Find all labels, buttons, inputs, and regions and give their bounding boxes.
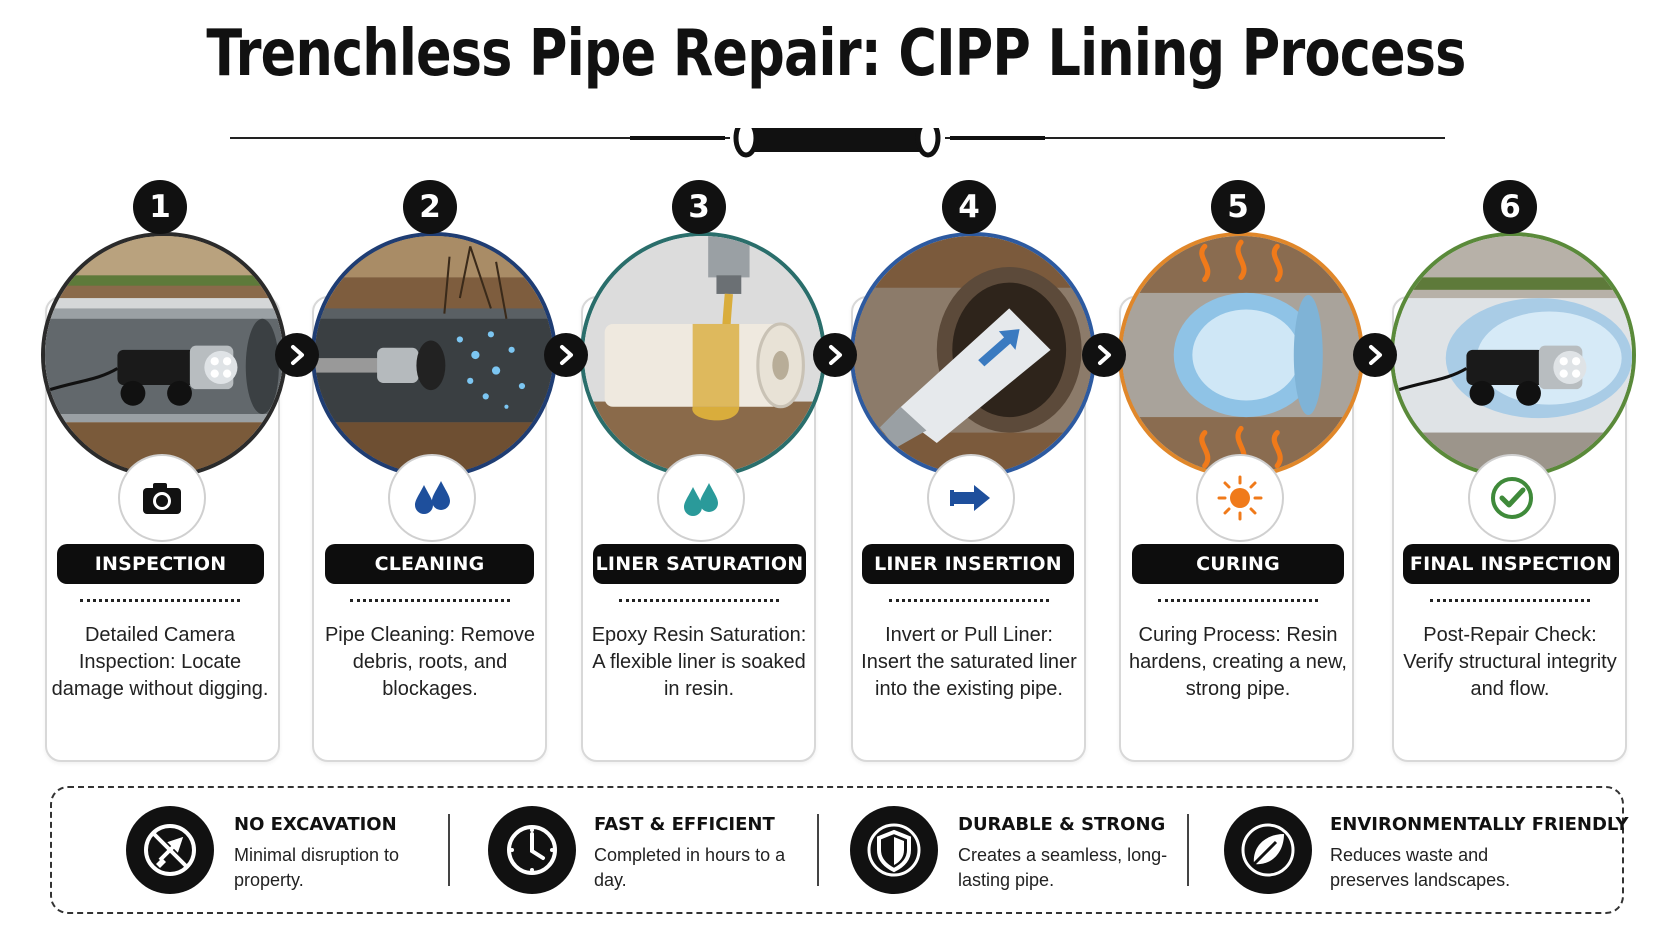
sun-heat-icon xyxy=(1196,454,1284,542)
benefit-title: NO EXCAVATION xyxy=(234,814,397,835)
leaf-icon xyxy=(1224,806,1312,894)
step-number-badge: 4 xyxy=(942,180,996,234)
camera-icon xyxy=(118,454,206,542)
dotted-separator xyxy=(350,599,510,602)
benefit-text: Reduces waste and preserves landscapes. xyxy=(1330,845,1511,890)
step-label: LINER SATURATION xyxy=(593,544,806,584)
benefit-title: FAST & EFFICIENT xyxy=(594,814,775,835)
clock-icon xyxy=(488,806,576,894)
dotted-separator xyxy=(889,599,1049,602)
chevron-right-icon xyxy=(813,333,857,377)
step-description: Post-Repair Check: Verify structural int… xyxy=(1403,624,1617,700)
step-description: Epoxy Resin Saturation: A flexible liner… xyxy=(591,624,807,700)
step-number-badge: 3 xyxy=(672,180,726,234)
benefit-durable-strong: DURABLE & STRONG Creates a seamless, lon… xyxy=(850,788,1170,912)
step-number-badge: 1 xyxy=(133,180,187,234)
step-number-badge: 5 xyxy=(1211,180,1265,234)
step-label: CURING xyxy=(1132,544,1344,584)
chevron-right-icon xyxy=(275,333,319,377)
benefit-text: Completed in hours to a day. xyxy=(594,845,786,890)
benefit-no-excavation: NO EXCAVATION Minimal disruption to prop… xyxy=(126,788,426,912)
curing-scene-illustration xyxy=(1118,232,1364,478)
step-number-badge: 2 xyxy=(403,180,457,234)
chevron-right-icon xyxy=(1353,333,1397,377)
inspection-scene-illustration xyxy=(41,232,287,478)
no-digging-icon xyxy=(126,806,214,894)
dotted-separator xyxy=(1158,599,1318,602)
step-label: INSPECTION xyxy=(57,544,264,584)
benefit-divider xyxy=(1187,814,1189,886)
liner-insertion-scene-illustration xyxy=(850,232,1096,478)
resin-drops-icon xyxy=(657,454,745,542)
final-inspection-scene-illustration xyxy=(1390,232,1636,478)
chevron-right-icon xyxy=(1082,333,1126,377)
dotted-separator xyxy=(619,599,779,602)
page-title: Trenchless Pipe Repair: CIPP Lining Proc… xyxy=(206,17,1466,91)
title-divider-pipe-icon xyxy=(230,128,1445,158)
step-label: LINER INSERTION xyxy=(862,544,1074,584)
benefit-divider xyxy=(817,814,819,886)
benefits-strip: NO EXCAVATION Minimal disruption to prop… xyxy=(50,786,1629,914)
dotted-separator xyxy=(1430,599,1590,602)
check-circle-icon xyxy=(1468,454,1556,542)
step-label: FINAL INSPECTION xyxy=(1403,544,1619,584)
cleaning-scene-illustration xyxy=(311,232,557,478)
benefit-title: DURABLE & STRONG xyxy=(958,814,1166,835)
step-label: CLEANING xyxy=(325,544,534,584)
benefit-text: Minimal disruption to property. xyxy=(234,845,400,890)
dotted-separator xyxy=(80,599,240,602)
chevron-right-icon xyxy=(544,333,588,377)
step-description: Pipe Cleaning: Remove debris, roots, and… xyxy=(324,624,536,700)
insert-arrow-icon xyxy=(927,454,1015,542)
liner-saturation-scene-illustration xyxy=(580,232,826,478)
shield-icon xyxy=(850,806,938,894)
benefit-fast-efficient: FAST & EFFICIENT Completed in hours to a… xyxy=(488,788,788,912)
benefit-divider xyxy=(448,814,450,886)
step-description: Curing Process: Resin hardens, creating … xyxy=(1129,624,1347,700)
step-description: Detailed Camera Inspection: Locate damag… xyxy=(51,624,269,700)
water-drops-icon xyxy=(388,454,476,542)
benefit-title: ENVIRONMENTALLY FRIENDLY xyxy=(1330,814,1629,835)
step-number-badge: 6 xyxy=(1483,180,1537,234)
benefit-environmentally-friendly: ENVIRONMENTALLY FRIENDLY Reduces waste a… xyxy=(1224,788,1629,912)
benefit-text: Creates a seamless, long-lasting pipe. xyxy=(958,845,1168,890)
step-description: Invert or Pull Liner: Insert the saturat… xyxy=(861,624,1077,700)
